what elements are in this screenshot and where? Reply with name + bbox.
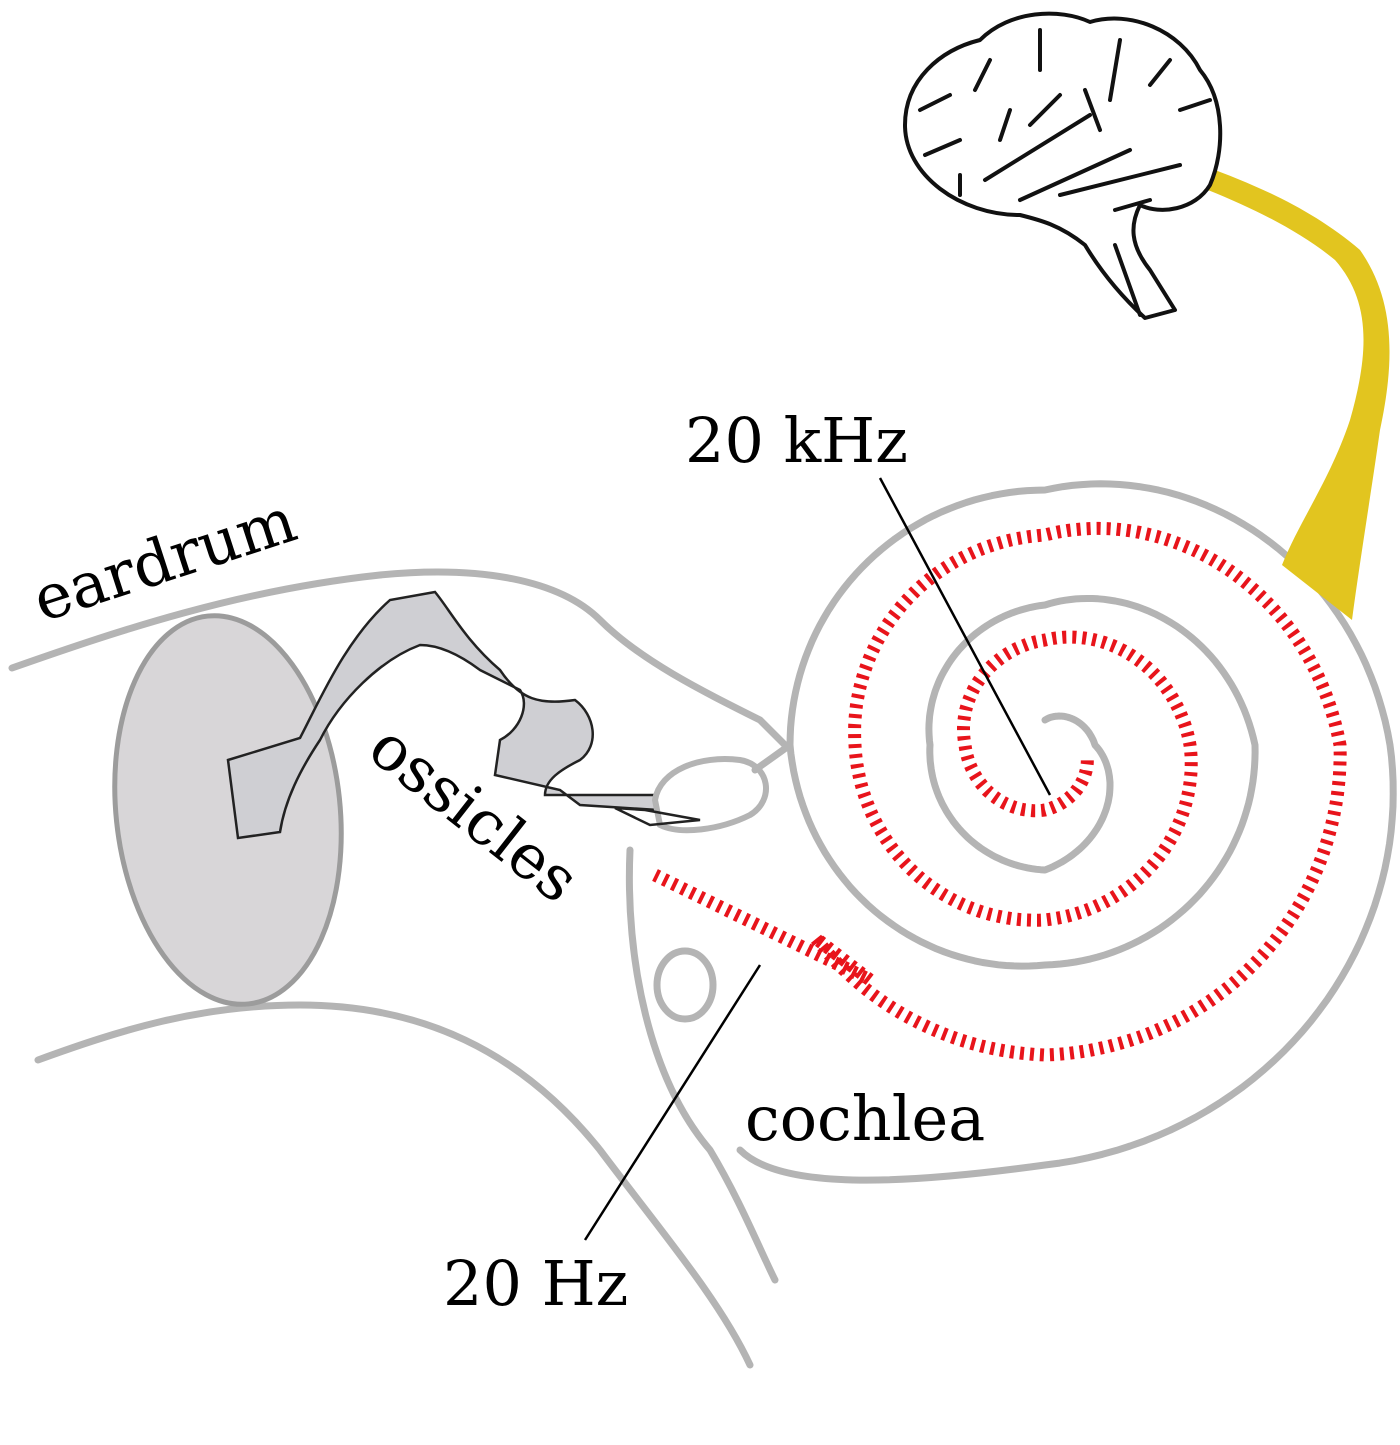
ear-canal-lower-wall xyxy=(34,1001,754,1369)
stapes-foot-line xyxy=(614,806,701,827)
high-freq-pointer xyxy=(878,477,1052,796)
ossicles-bones xyxy=(226,590,742,840)
cochlea-outer-wall xyxy=(736,480,1397,1184)
oval-window-connector xyxy=(751,741,794,774)
stapes-footplate xyxy=(651,756,769,834)
low-freq-pointer xyxy=(583,964,762,1241)
brain-icon xyxy=(903,11,1223,320)
auditory-nerve xyxy=(1125,140,1390,620)
low-freq-label: 20 Hz xyxy=(443,1247,628,1320)
hair-cell-spiral xyxy=(652,521,1347,1062)
eardrum-label: eardrum xyxy=(24,483,305,636)
cochlea-label: cochlea xyxy=(745,1082,985,1155)
round-window xyxy=(653,947,717,1023)
skull-inner-wall xyxy=(625,846,779,1284)
high-freq-label: 20 kHz xyxy=(685,404,908,477)
eardrum-membrane xyxy=(112,613,344,1007)
ear-canal-upper-wall xyxy=(8,568,789,749)
cochlea-spiral-wall xyxy=(786,595,1259,970)
